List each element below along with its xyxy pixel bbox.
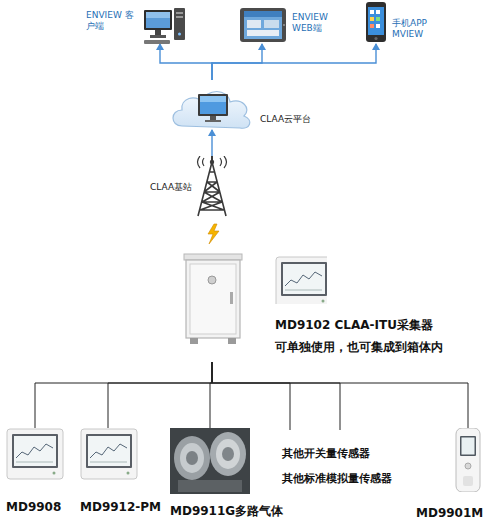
bus-wire [212, 362, 468, 428]
node-label: MD9912-PM [80, 500, 162, 515]
component-node: MD9911G多路气体 [168, 428, 280, 520]
cabinet-illustration [178, 252, 248, 347]
data-flow-arrow [160, 44, 212, 80]
bus-wire [210, 362, 212, 428]
bus-wire [212, 362, 340, 430]
component-node: MD9912-PM [78, 428, 162, 514]
component-node: MD9901M [412, 428, 490, 522]
bus-wire [108, 362, 212, 428]
component-node: 手机APP MVIEW [362, 2, 472, 44]
gas-illustration [170, 428, 250, 494]
device-illustration [80, 428, 138, 480]
device-illustration [275, 256, 327, 304]
tablet-illustration [238, 6, 288, 44]
node-label: ENVIEW 客户端 [86, 10, 136, 33]
component-node: 其他开关量传感器 [282, 430, 412, 464]
phone-illustration [364, 2, 388, 44]
node-label: 可单独使用，也可集成到箱体内 [275, 340, 475, 355]
component-node: ENVIEW WEB端 [238, 4, 358, 44]
node-label: 手机APP MVIEW [392, 18, 452, 41]
node-label: MD9908 [6, 500, 70, 515]
tower-illustration [192, 156, 232, 218]
computer-illustration [142, 6, 188, 44]
data-flow-arrow [212, 44, 376, 80]
node-label: CLAA基站 [150, 182, 198, 193]
node-label: 其他开关量传感器 [282, 447, 412, 461]
node-label: MD9102 CLAA-ITU采集器 [275, 318, 475, 333]
cloud-illustration [170, 80, 255, 130]
node-label: 其他标准模拟量传感器 [282, 472, 412, 486]
node-label: MD9911G多路气体 [170, 504, 280, 519]
data-flow-arrow [211, 130, 212, 156]
wireless-lightning [208, 224, 219, 244]
node-label: MD9901M [416, 506, 490, 521]
node-label: CLAA云平台 [260, 114, 320, 125]
component-node: CLAA基站 [150, 156, 240, 220]
bus-wire [35, 362, 212, 428]
component-node: MD9908 [4, 428, 70, 514]
bus-wire [212, 362, 290, 430]
device-illustration [6, 428, 64, 480]
component-node: 其他标准模拟量传感器 [282, 430, 412, 490]
component-node: CLAA云平台 [170, 80, 320, 130]
component-node: ENVIEW 客户端 [86, 4, 188, 44]
handheld-illustration [454, 428, 482, 492]
data-flow-arrow [212, 44, 262, 80]
node-label: ENVIEW WEB端 [292, 12, 344, 35]
component-node: MD9102 CLAA-ITU采集器可单独使用，也可集成到箱体内 [178, 252, 478, 362]
